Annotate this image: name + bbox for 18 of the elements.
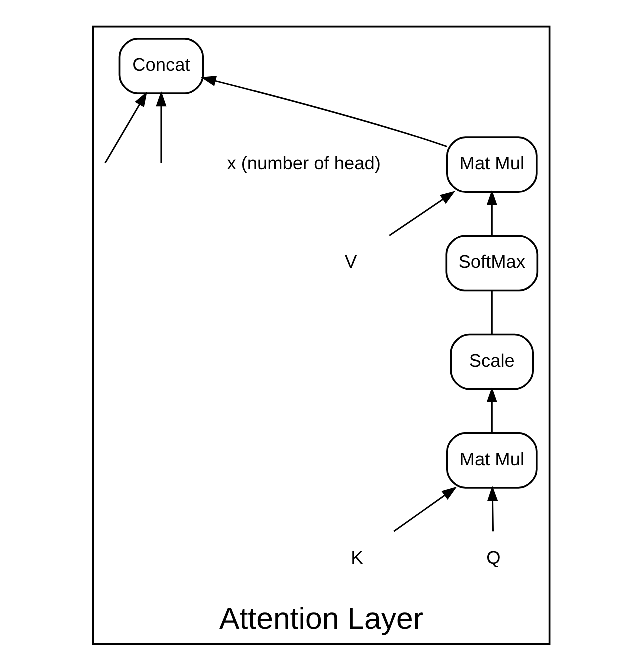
arrow xyxy=(486,387,498,433)
connector xyxy=(491,291,493,334)
node-box: Concat xyxy=(118,38,204,94)
node-box: Mat Mul xyxy=(446,432,538,489)
label: x (number of head) xyxy=(227,154,381,174)
node-text: V xyxy=(345,252,358,272)
arrow xyxy=(486,190,498,236)
node-text: Q xyxy=(486,548,501,568)
arrow xyxy=(394,486,458,532)
arrow xyxy=(104,92,148,164)
node-text: K xyxy=(351,548,364,568)
node-box: Scale xyxy=(450,334,534,390)
node-box: SoftMax xyxy=(446,235,539,292)
node-box: Mat Mul xyxy=(446,136,538,194)
arrow xyxy=(156,91,167,164)
arrow xyxy=(201,76,448,148)
arrow xyxy=(487,486,498,532)
arrow xyxy=(389,191,456,236)
